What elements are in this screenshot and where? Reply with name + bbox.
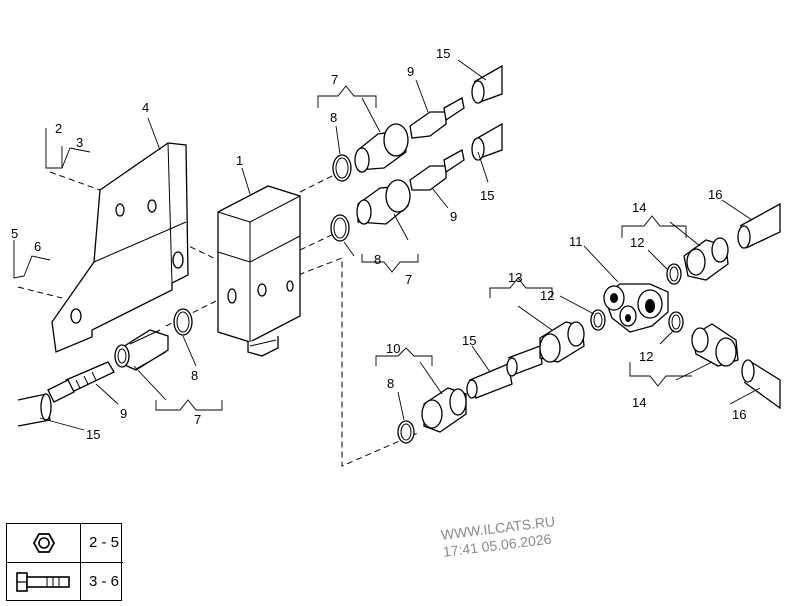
callout-12-top: 12 bbox=[630, 235, 644, 250]
right-tubes bbox=[737, 202, 781, 410]
upper-tubes bbox=[471, 64, 503, 161]
right-upper-fitting bbox=[666, 237, 729, 285]
callout-8-middle: 8 bbox=[374, 252, 381, 267]
callout-11: 11 bbox=[569, 234, 583, 249]
callout-12-bottom: 12 bbox=[639, 349, 653, 364]
leader-lines bbox=[13, 59, 761, 431]
middle-tube bbox=[466, 345, 543, 399]
legend-row-nut: 2 - 5 bbox=[7, 524, 123, 563]
callout-14-bottom: 14 bbox=[632, 395, 646, 410]
callout-6: 6 bbox=[34, 239, 41, 254]
legend-icon-cell bbox=[7, 524, 81, 562]
callout-16-bottom: 16 bbox=[732, 407, 746, 422]
callout-12-left: 12 bbox=[540, 288, 554, 303]
valve-block bbox=[217, 185, 301, 357]
callout-15-left: 15 bbox=[86, 427, 100, 442]
callout-1: 1 bbox=[236, 153, 243, 168]
callout-10: 10 bbox=[386, 341, 400, 356]
callout-9-left: 9 bbox=[120, 406, 127, 421]
upper-barbs bbox=[409, 96, 465, 191]
callout-labels: 1 2 3 4 5 6 7 7 7 8 8 8 8 9 9 9 10 11 12… bbox=[11, 46, 746, 442]
lower-middle-fitting bbox=[397, 387, 467, 444]
callout-7-middle: 7 bbox=[405, 272, 412, 287]
callout-5: 5 bbox=[11, 226, 18, 241]
legend-value-bolt: 3 - 6 bbox=[89, 573, 120, 590]
upper-fitting-bottom bbox=[330, 179, 411, 242]
callout-16-top: 16 bbox=[708, 187, 722, 202]
callout-15-top: 15 bbox=[436, 46, 450, 61]
upper-fitting-top bbox=[332, 123, 409, 182]
callout-4: 4 bbox=[142, 100, 149, 115]
callout-2: 2 bbox=[55, 121, 62, 136]
callout-15-center: 15 bbox=[462, 333, 476, 348]
right-lower-fitting bbox=[668, 311, 739, 367]
callout-15-middle: 15 bbox=[480, 188, 494, 203]
torque-legend-table: 2 - 5 3 - 6 bbox=[6, 523, 123, 601]
callout-9-top: 9 bbox=[407, 64, 414, 79]
callout-13: 13 bbox=[508, 270, 522, 285]
mounting-bracket bbox=[51, 142, 189, 353]
callout-3: 3 bbox=[76, 135, 83, 150]
left-tube bbox=[17, 393, 52, 427]
callout-8-top: 8 bbox=[330, 110, 337, 125]
callout-7-left: 7 bbox=[194, 412, 201, 427]
legend-value-nut: 2 - 5 bbox=[89, 534, 120, 551]
hex-nut-icon bbox=[32, 533, 56, 553]
tee-connector bbox=[603, 283, 669, 333]
callout-7-top: 7 bbox=[331, 72, 338, 87]
tee-inlet-fitting bbox=[539, 309, 606, 363]
left-fitting-assembly bbox=[47, 308, 193, 403]
legend-icon-cell bbox=[7, 563, 81, 601]
legend-row-bolt: 3 - 6 bbox=[7, 563, 123, 601]
callout-14-top: 14 bbox=[632, 200, 646, 215]
callout-9-middle: 9 bbox=[450, 209, 457, 224]
callout-8-left: 8 bbox=[191, 368, 198, 383]
callout-8-lower: 8 bbox=[387, 376, 394, 391]
bolt-icon bbox=[16, 572, 70, 592]
